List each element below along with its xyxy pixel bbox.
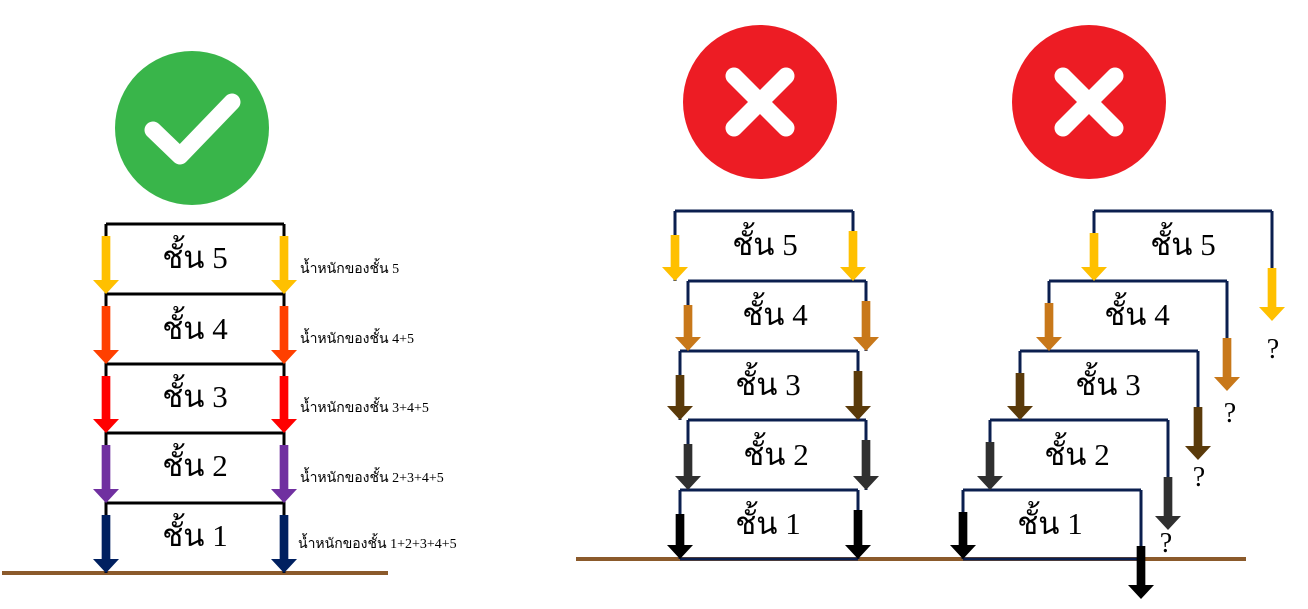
floor-label-1: ชั้น 1	[735, 501, 800, 541]
stepped-floor-labels: ชั้น 5 ชั้น 4 ชั้น 3 ชั้น 2 ชั้น 1	[1017, 222, 1215, 541]
unknown-mark: ?	[1267, 334, 1279, 365]
floor-label-5: ชั้น 5	[732, 222, 797, 262]
floor-label-4: ชั้น 4	[742, 292, 808, 332]
stepped-load-arrows	[950, 233, 1285, 599]
load-arrow	[1185, 407, 1211, 460]
floor-label-3: ชั้น 3	[162, 374, 227, 414]
zigzag-load-arrows	[662, 231, 879, 559]
load-arrow	[93, 236, 119, 294]
load-arrow	[662, 235, 688, 281]
unknown-mark: ?	[1224, 398, 1236, 429]
load-arrow	[853, 440, 879, 490]
load-label-3: น้ำหนักของชั้น 3+4+5	[300, 397, 429, 416]
floor-label-3: ชั้น 3	[1075, 362, 1140, 402]
load-label-1: น้ำหนักของชั้น 1+2+3+4+5	[298, 533, 457, 552]
load-arrow	[675, 305, 701, 351]
unknown-mark: ?	[1160, 528, 1172, 559]
load-label-5: น้ำหนักของชั้น 5	[300, 258, 399, 277]
correct-load-arrows	[93, 236, 297, 573]
load-arrow	[1081, 233, 1107, 281]
load-arrow	[840, 231, 866, 281]
load-labels: น้ำหนักของชั้น 5 น้ำหนักของชั้น 4+5 น้ำห…	[298, 258, 457, 552]
check-badge-circle	[115, 51, 269, 205]
load-arrow	[950, 512, 976, 559]
cross-badge-1	[683, 25, 837, 179]
floor-label-1: ชั้น 1	[1017, 501, 1082, 541]
load-arrow	[845, 510, 871, 559]
load-arrow	[1259, 268, 1285, 321]
floor-label-5: ชั้น 5	[162, 235, 227, 275]
load-arrow	[853, 301, 879, 351]
cross-icon	[725, 67, 795, 137]
load-arrow	[1007, 373, 1033, 420]
check-icon	[144, 93, 241, 165]
floor-label-5: ชั้น 5	[1150, 222, 1215, 262]
load-label-4: น้ำหนักของชั้น 4+5	[300, 328, 414, 347]
load-arrow	[93, 376, 119, 433]
load-arrow	[1036, 303, 1062, 351]
floor-label-4: ชั้น 4	[1104, 292, 1170, 332]
check-badge	[115, 51, 269, 205]
correct-panel: ชั้น 5 ชั้น 4 ชั้น 3 ชั้น 2 ชั้น 1 น้ำหน…	[2, 51, 457, 575]
zigzag-floor-labels: ชั้น 5 ชั้น 4 ชั้น 3 ชั้น 2 ชั้น 1	[732, 222, 808, 541]
load-arrow	[271, 445, 297, 503]
floor-label-2: ชั้น 2	[162, 443, 227, 483]
load-arrow	[93, 306, 119, 364]
floor-label-2: ชั้น 2	[1044, 432, 1109, 472]
cross-badge-2	[1012, 25, 1166, 179]
floor-label-1: ชั้น 1	[162, 513, 227, 553]
load-arrow	[675, 444, 701, 490]
load-label-2: น้ำหนักของชั้น 2+3+4+5	[300, 467, 444, 486]
correct-floor-labels: ชั้น 5 ชั้น 4 ชั้น 3 ชั้น 2 ชั้น 1	[162, 235, 228, 553]
load-arrow	[93, 515, 119, 573]
unknown-mark: ?	[1193, 462, 1205, 493]
load-arrow	[977, 442, 1003, 490]
load-arrow	[271, 306, 297, 364]
floor-label-4: ชั้น 4	[162, 306, 228, 346]
load-arrow	[1214, 338, 1240, 391]
load-arrow	[271, 376, 297, 433]
load-arrow	[1128, 546, 1154, 599]
load-arrow	[271, 515, 297, 573]
load-arrow	[1155, 477, 1181, 530]
wrong-stepped-panel: ชั้น 5 ชั้น 4 ชั้น 3 ชั้น 2 ชั้น 1 ? ? ?…	[950, 25, 1285, 599]
load-arrow	[271, 236, 297, 294]
floor-label-2: ชั้น 2	[743, 432, 808, 472]
cross-icon	[1054, 67, 1124, 137]
unknown-marks: ? ? ? ?	[1160, 334, 1279, 559]
load-arrow	[845, 371, 871, 420]
load-arrow	[667, 375, 693, 420]
load-arrow	[667, 514, 693, 559]
wrong-zigzag-panel: ชั้น 5 ชั้น 4 ชั้น 3 ชั้น 2 ชั้น 1	[576, 25, 1030, 561]
load-arrow	[93, 445, 119, 503]
floor-label-3: ชั้น 3	[735, 362, 800, 402]
